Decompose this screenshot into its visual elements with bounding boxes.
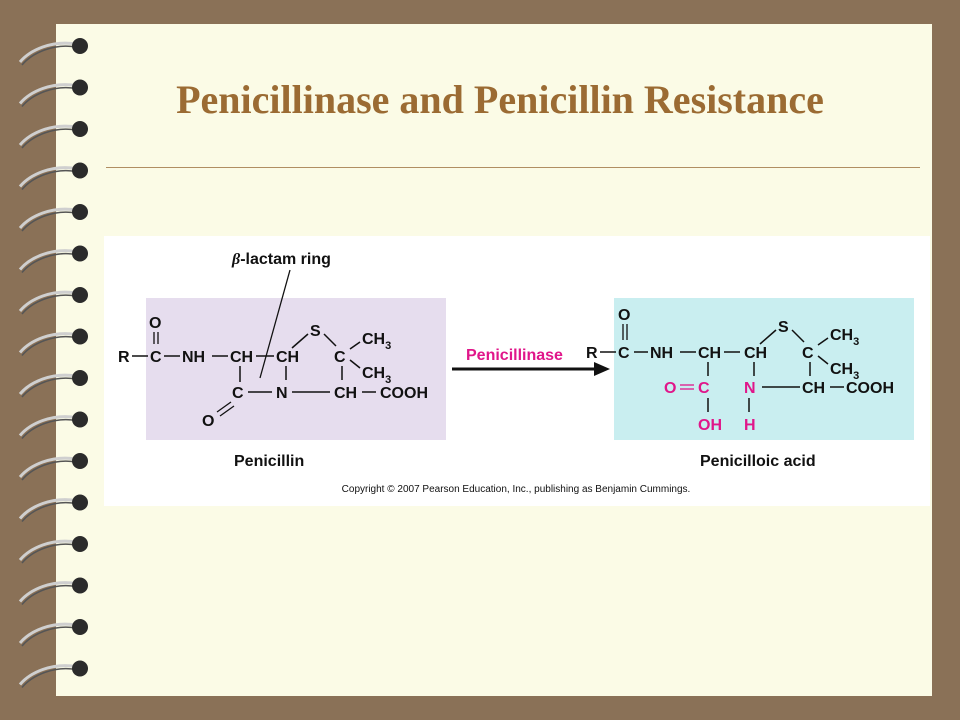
- atom-r: R: [118, 349, 130, 366]
- penicillin-caption: Penicillin: [234, 453, 304, 470]
- atom-ch: CH: [276, 349, 299, 366]
- atom-nh: NH: [182, 349, 205, 366]
- spiral-ring-shadow: [21, 86, 77, 107]
- reaction-arrow-icon: [452, 362, 610, 376]
- spiral-ring: [18, 207, 77, 230]
- atom-c: C: [802, 345, 814, 362]
- spiral-ring-shadow: [21, 294, 77, 315]
- spiral-ring: [18, 622, 77, 645]
- atom-ch3: CH3: [362, 365, 391, 386]
- spiral-ring-shadow: [21, 252, 77, 273]
- atom-o: O: [149, 315, 161, 332]
- binding-hole: [72, 204, 88, 220]
- atom-s: S: [778, 319, 789, 336]
- penicillinase-label: Penicillinase: [466, 347, 563, 364]
- spiral-ring-shadow: [21, 584, 77, 605]
- penicilloic-acid-box: [614, 298, 914, 440]
- beta-lactam-label: β-lactam ring: [231, 251, 331, 268]
- spiral-ring: [18, 373, 77, 396]
- spiral-ring-shadow: [21, 626, 77, 647]
- spiral-ring-shadow: [21, 543, 77, 564]
- atom-cooh: COOH: [380, 385, 428, 402]
- binding-hole: [72, 245, 88, 262]
- spiral-ring: [18, 290, 77, 313]
- penicillin-box: [146, 298, 446, 440]
- binding-hole: [72, 79, 88, 96]
- spiral-binding-icon: [18, 38, 88, 688]
- penicillin-structure: R C O NH CH CH S C CH3 CH3 C O: [118, 315, 428, 430]
- binding-hole: [72, 660, 88, 677]
- slide-title: Penicillinase and Penicillin Resistance: [176, 77, 824, 122]
- binding-hole: [72, 121, 88, 137]
- binding-hole: [72, 287, 88, 303]
- spiral-ring-shadow: [21, 501, 77, 522]
- atom-ch3: CH3: [830, 361, 859, 382]
- atom-ch: CH: [802, 380, 825, 397]
- binding-hole: [72, 162, 88, 179]
- atom-ch: CH: [698, 345, 721, 362]
- atom-oh: OH: [698, 417, 722, 434]
- atom-r: R: [586, 345, 598, 362]
- atom-ch3: CH3: [362, 331, 391, 352]
- spiral-ring-shadow: [21, 335, 77, 356]
- spiral-ring: [18, 539, 77, 562]
- binding-hole: [72, 494, 88, 511]
- atom-cooh: COOH: [846, 380, 894, 397]
- binding-hole: [72, 619, 88, 635]
- spiral-ring: [18, 249, 77, 271]
- penicilloic-acid-structure: R C O NH CH CH S C CH3 CH3 O: [586, 307, 894, 434]
- spiral-ring-shadow: [21, 211, 77, 232]
- spiral-ring-shadow: [21, 169, 77, 190]
- atom-s: S: [310, 323, 321, 340]
- binding-hole: [72, 370, 88, 386]
- penicilloic-acid-caption: Penicilloic acid: [700, 453, 816, 470]
- spiral-ring: [18, 456, 77, 479]
- beta-lactam-pointer: [259, 269, 291, 379]
- atom-ch: CH: [744, 345, 767, 362]
- atom-c: C: [232, 385, 244, 402]
- spiral-ring: [18, 83, 77, 105]
- binding-hole: [72, 38, 88, 54]
- atom-ch3: CH3: [830, 327, 859, 348]
- spiral-ring-shadow: [21, 418, 77, 439]
- spiral-ring: [18, 498, 77, 520]
- atom-nh: NH: [650, 345, 673, 362]
- spiral-ring-shadow: [21, 460, 77, 481]
- binding-hole: [72, 411, 88, 428]
- binding-hole: [72, 577, 88, 594]
- atom-ch: CH: [230, 349, 253, 366]
- atom-ch: CH: [334, 385, 357, 402]
- atom-c: C: [150, 349, 162, 366]
- spiral-ring-shadow: [21, 377, 77, 398]
- reaction-figure: R C O NH CH CH S C CH3 CH3 C O: [104, 236, 930, 506]
- binding-hole: [72, 453, 88, 469]
- atom-o: O: [202, 413, 214, 430]
- atom-n: N: [744, 380, 756, 397]
- binding-hole: [72, 328, 88, 345]
- atom-c: C: [334, 349, 346, 366]
- spiral-ring-shadow: [21, 128, 77, 149]
- atom-o: O: [664, 380, 676, 397]
- binding-hole: [72, 536, 88, 552]
- spiral-ring-shadow: [21, 45, 77, 66]
- spiral-ring: [18, 332, 77, 354]
- atom-n: N: [276, 385, 288, 402]
- spiral-ring: [18, 581, 77, 603]
- atom-c: C: [698, 380, 710, 397]
- spiral-ring: [18, 166, 77, 188]
- spiral-ring: [18, 415, 77, 437]
- atom-h: H: [744, 417, 756, 434]
- spiral-ring: [18, 664, 77, 686]
- spiral-ring: [18, 124, 77, 147]
- title-divider: [106, 167, 920, 168]
- spiral-ring-shadow: [21, 667, 77, 688]
- spiral-ring: [18, 41, 77, 64]
- atom-o: O: [618, 307, 630, 324]
- atom-c: C: [618, 345, 630, 362]
- copyright-notice: Copyright © 2007 Pearson Education, Inc.…: [342, 484, 691, 495]
